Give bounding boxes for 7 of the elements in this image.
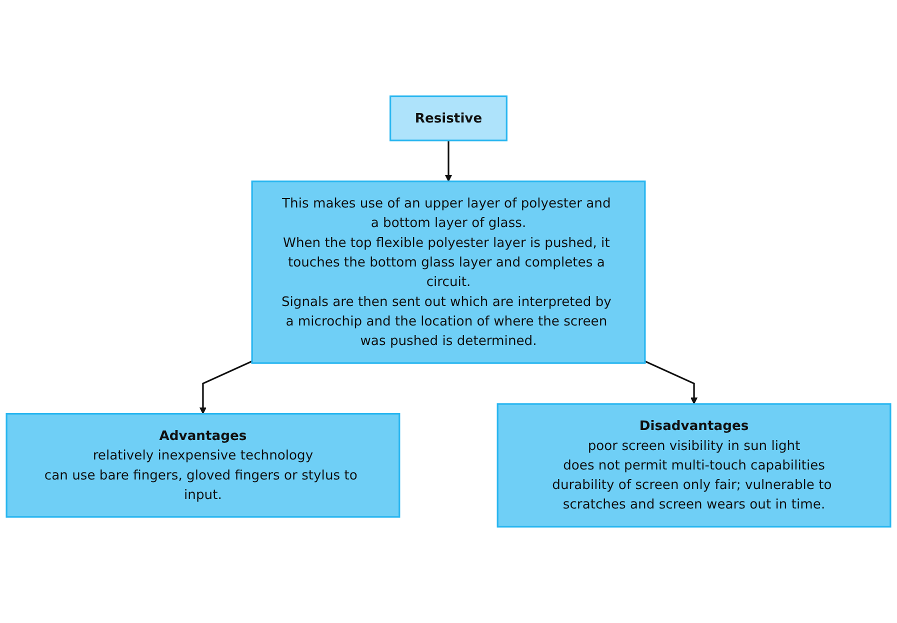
node-box: Disadvantages poor screen visibility in sun light does not permit multi-touch capabilities durability of screen only fair; vulnerable to scratches and screen wears out in time. xyxy=(496,403,892,528)
node-box: Advantages relatively inexpensive technology can use bare fingers, gloved fingers or stylus to input. xyxy=(6,412,400,518)
arrow xyxy=(644,360,698,404)
node-box: Resistive xyxy=(390,95,508,142)
node-box: This makes use of an upper layer of polyester and a bottom layer of glass. When the top flexible polyester layer is pushed, it touches the bottom glass layer and completes a circuit. Signals are then sent out which are interpreted by a microchip and the location of where the screen was pushed is determined. xyxy=(251,180,646,364)
arrow xyxy=(199,360,252,414)
arrow xyxy=(444,140,452,182)
